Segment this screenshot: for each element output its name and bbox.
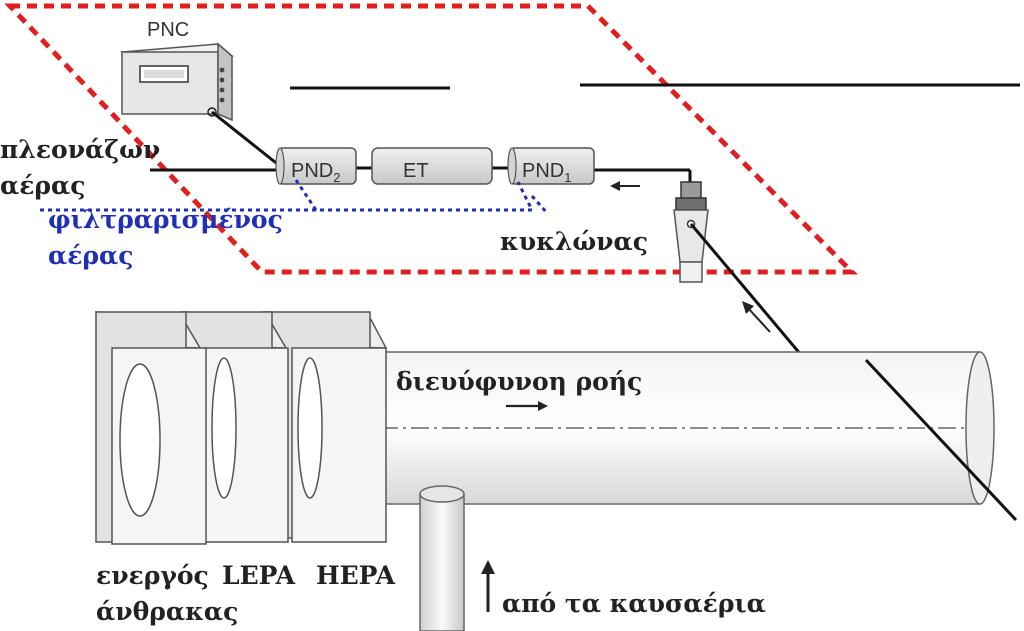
arrow-right-icon	[506, 401, 548, 411]
flow-direction-label: διευύφυνοη ροής	[396, 367, 642, 396]
filtered-air-drop	[530, 195, 550, 215]
exhaust-inlet-pipe	[419, 485, 465, 631]
pnd2-unit	[275, 147, 357, 185]
arrow-left-icon	[610, 181, 640, 191]
filtered-air-label-line1: φιλτραρισμένος	[48, 205, 283, 234]
lepa-label: LEPA	[222, 561, 296, 590]
pnc-instrument	[120, 42, 234, 122]
pnd1-label: PND1	[522, 160, 571, 185]
cyclone	[673, 181, 709, 283]
cyclone-label: κυκλώνας	[500, 227, 648, 256]
et-unit	[371, 147, 493, 185]
hepa-label: HEPA	[316, 561, 396, 590]
pnd2-label: PND2	[291, 160, 340, 185]
from-exhaust-label: από τα καυσαέρια	[502, 589, 766, 618]
pnd1-unit	[507, 147, 595, 185]
arrow-up-icon	[742, 301, 771, 333]
pnc-label: PNC	[147, 19, 189, 41]
filtered-air-line	[294, 179, 535, 212]
activated-carbon-label-line1: ενεργός	[96, 561, 209, 590]
activated-carbon-filter	[94, 311, 207, 545]
excess-air-label-line1: πλεονάζων	[0, 135, 160, 164]
tunnel-diagonal-line	[864, 358, 1018, 522]
filtered-air-label-line2: αέρας	[48, 241, 134, 270]
sampling-boundary	[4, 3, 859, 275]
excess-air-label-line2: αέρας	[0, 171, 86, 200]
activated-carbon-label-line2: άνθρακας	[96, 597, 238, 626]
et-label: ET	[403, 160, 429, 182]
exhaust-arrow-up-icon	[481, 560, 495, 612]
